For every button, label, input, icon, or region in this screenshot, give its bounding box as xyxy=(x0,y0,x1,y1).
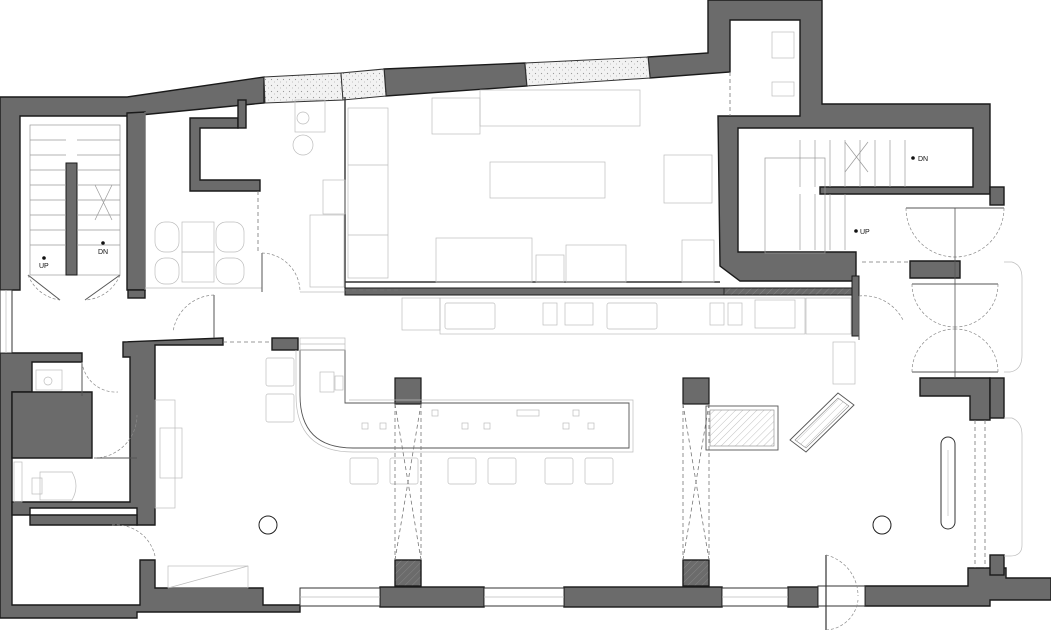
round-column-east xyxy=(872,515,892,535)
beam-lines xyxy=(223,341,710,561)
tower-room-fixtures xyxy=(729,31,795,116)
round-column-west xyxy=(258,515,278,535)
north-wall-east xyxy=(647,0,991,282)
column-3-hatch xyxy=(394,559,422,587)
wc-east-wall xyxy=(11,337,224,526)
stair-east-wall xyxy=(126,111,146,291)
entry-door-south-frame xyxy=(817,585,866,607)
column-4-hatch xyxy=(682,559,710,587)
column-2 xyxy=(682,377,710,405)
service-counter xyxy=(345,289,904,340)
east-jamb-hatch-3 xyxy=(989,554,1005,576)
stair-label-down-west: DN xyxy=(98,249,108,256)
upper-wc-area xyxy=(144,112,344,338)
columns xyxy=(394,377,710,587)
stair-label-down-east: DN xyxy=(918,156,928,163)
west-stair: UP DN xyxy=(27,124,121,301)
south-entry-door xyxy=(825,554,859,630)
stair-core xyxy=(65,162,78,276)
east-stair: DN UP xyxy=(764,140,928,254)
east-jamb-hatch-1 xyxy=(989,377,1005,419)
west-wall-lower xyxy=(0,352,301,619)
east-entrance-wall-upper xyxy=(909,260,961,279)
north-glazing-panel-1 xyxy=(263,72,344,104)
north-wall-middle xyxy=(383,62,528,97)
wc-south-wall xyxy=(29,514,138,526)
north-glazing-panel-2 xyxy=(340,68,387,101)
kitchen-partition xyxy=(189,117,261,192)
stair-label-up-east: UP xyxy=(860,229,870,236)
windows xyxy=(0,289,866,607)
stair-landing-post xyxy=(127,289,146,299)
wc-partition xyxy=(11,391,93,459)
bar-counter xyxy=(265,337,634,485)
east-entrance xyxy=(862,207,1023,568)
south-wall-seg-3 xyxy=(787,586,819,608)
south-wall-seg-2 xyxy=(563,586,723,608)
south-wall-east xyxy=(864,567,1051,607)
south-wall-seg-1 xyxy=(379,586,485,608)
east-jamb-hatch-2 xyxy=(989,186,1005,206)
lower-wc xyxy=(13,361,249,589)
stair-label-up-west: UP xyxy=(39,263,49,270)
display-cases xyxy=(705,341,856,453)
east-entrance-wall-lower xyxy=(919,377,991,421)
kitchen xyxy=(292,89,860,337)
kitchen-partition-stub xyxy=(237,99,247,129)
north-glazing-panel-3 xyxy=(524,56,651,87)
bar-wall-end xyxy=(271,337,299,351)
